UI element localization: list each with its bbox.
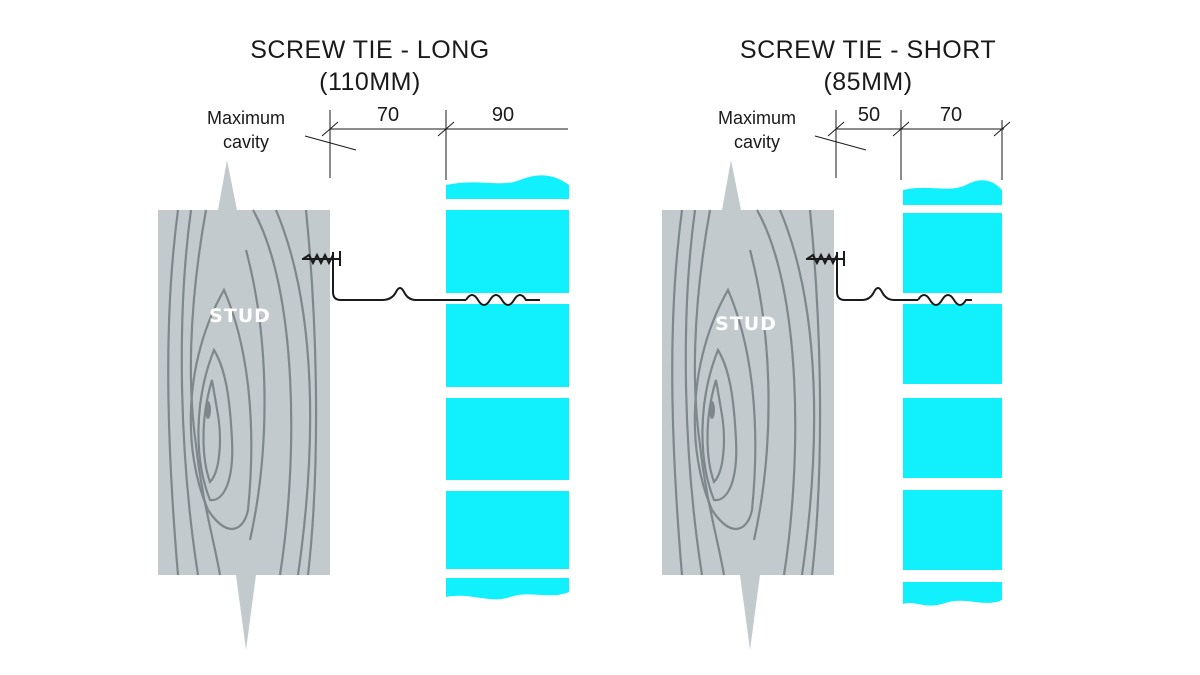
timber-stud: [156, 158, 332, 652]
cavity-label-line1: Maximum: [207, 108, 285, 128]
panel-title-line2: (85MM): [823, 68, 912, 96]
screw-tie: [302, 251, 540, 306]
panel-title-line1: SCREW TIE - SHORT: [740, 36, 996, 64]
dimension-lines: [304, 110, 568, 180]
cavity-dimension: 70: [377, 104, 399, 126]
panel-short: SCREW TIE - SHORT (85MM) Maximum cavity …: [660, 36, 1011, 652]
dimension-lines: [814, 110, 1011, 180]
screw-tie: [806, 251, 972, 306]
brick-dimension: 90: [492, 104, 514, 126]
timber-stud: [660, 158, 836, 652]
panel-title-line1: SCREW TIE - LONG: [250, 36, 490, 64]
cavity-label-line1: Maximum: [718, 108, 796, 128]
brick-veneer: [446, 175, 569, 600]
panel-title-line2: (110MM): [319, 68, 421, 96]
cavity-label-line2: cavity: [734, 132, 780, 152]
stud-label: STUD: [209, 305, 271, 327]
cavity-dimension: 50: [858, 104, 880, 126]
brick-dimension: 70: [940, 104, 962, 126]
brick-veneer: [903, 180, 1002, 606]
panel-long: SCREW TIE - LONG (110MM) Maximum cavity …: [156, 36, 569, 652]
cavity-label-line2: cavity: [223, 132, 269, 152]
stud-label: STUD: [715, 313, 777, 335]
